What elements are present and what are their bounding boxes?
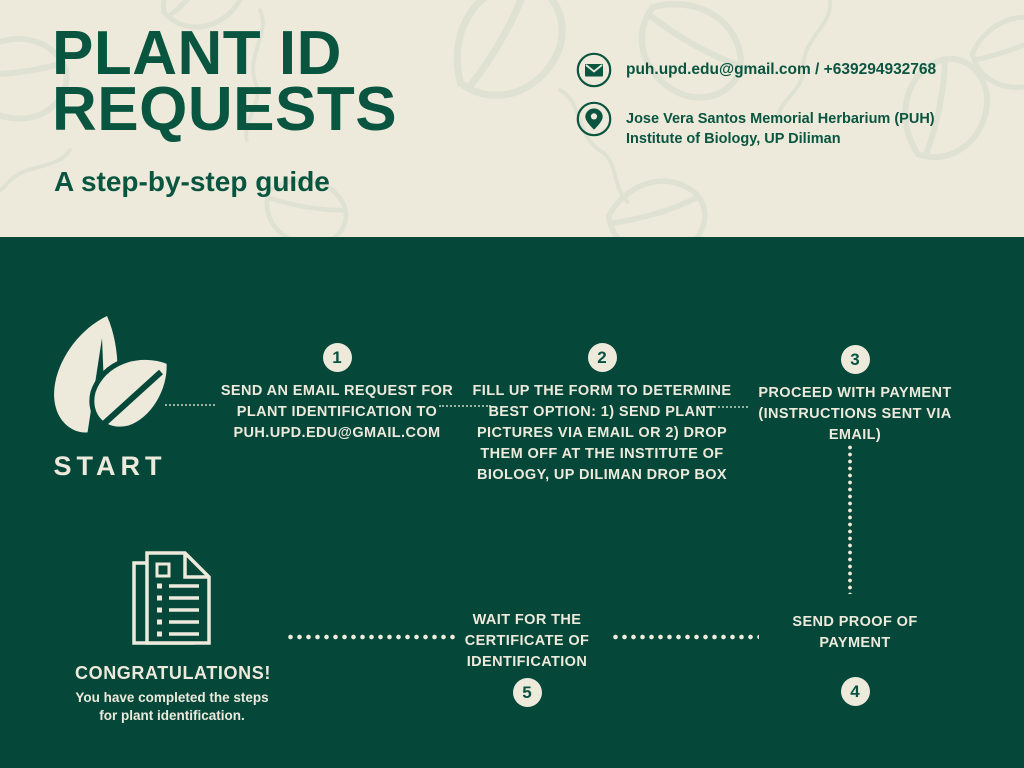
connector-start-to-1 (165, 404, 215, 406)
certificate-document-icon (132, 551, 211, 645)
header-band: PLANT ID REQUESTS A step-by-step guide p… (0, 0, 1024, 237)
contact-address-row: Jose Vera Santos Memorial Herbarium (PUH… (576, 101, 1006, 149)
step-5-text: WAIT FOR THE CERTIFICATE OF IDENTIFICATI… (464, 612, 590, 670)
page-subtitle: A step-by-step guide (54, 166, 330, 197)
step-3-text: PROCEED WITH PAYMENT (INSTRUCTIONS SENT … (758, 385, 952, 443)
connector-4-to-5 (611, 634, 759, 640)
step-1: 1 SEND AN EMAIL REQUEST FOR PLANT IDENTI… (215, 343, 459, 444)
email-icon (576, 52, 612, 88)
completion-group: CONGRATULATIONS! You have completed the … (75, 550, 271, 725)
page-title: PLANT ID REQUESTS (52, 19, 398, 144)
step-2: 2 FILL UP THE FORM TO DETERMINE BEST OPT… (470, 343, 734, 486)
step-2-number-badge: 2 (587, 343, 617, 372)
congratulations-heading: CONGRATULATIONS! (75, 663, 271, 683)
connector-2-to-3 (701, 406, 748, 408)
congratulations-body: You have completed the steps for plant i… (75, 690, 269, 723)
start-group: START (46, 316, 174, 482)
contact-address-text: Jose Vera Santos Memorial Herbarium (PUH… (626, 111, 935, 147)
step-4-text: SEND PROOF OF PAYMENT (792, 614, 918, 651)
step-1-text: SEND AN EMAIL REQUEST FOR PLANT IDENTIFI… (220, 383, 454, 441)
step-4-number-badge: 4 (840, 677, 870, 706)
contact-block: puh.upd.edu@gmail.com / +639294932768 Jo… (576, 52, 1006, 149)
step-2-text: FILL UP THE FORM TO DETERMINE BEST OPTIO… (472, 383, 732, 483)
sprout-leaves-icon (54, 316, 172, 436)
location-pin-icon (576, 101, 612, 137)
step-3: 3 PROCEED WITH PAYMENT (INSTRUCTIONS SEN… (748, 345, 962, 446)
connector-1-to-2 (439, 405, 491, 407)
connector-5-to-completion (286, 634, 456, 640)
step-5-number-badge: 5 (512, 678, 542, 707)
contact-email-text: puh.upd.edu@gmail.com / +639294932768 (626, 61, 937, 78)
contact-email-row: puh.upd.edu@gmail.com / +639294932768 (576, 52, 1006, 88)
step-4: SEND PROOF OF PAYMENT 4 (765, 612, 945, 706)
step-3-number-badge: 3 (840, 345, 870, 374)
start-label: START (53, 451, 167, 481)
flow-band: START 1 SEND AN EMAIL REQUEST FOR PLANT … (0, 237, 1024, 768)
step-5: WAIT FOR THE CERTIFICATE OF IDENTIFICATI… (440, 610, 614, 707)
connector-3-to-4 (847, 444, 853, 594)
step-1-number-badge: 1 (322, 343, 352, 372)
